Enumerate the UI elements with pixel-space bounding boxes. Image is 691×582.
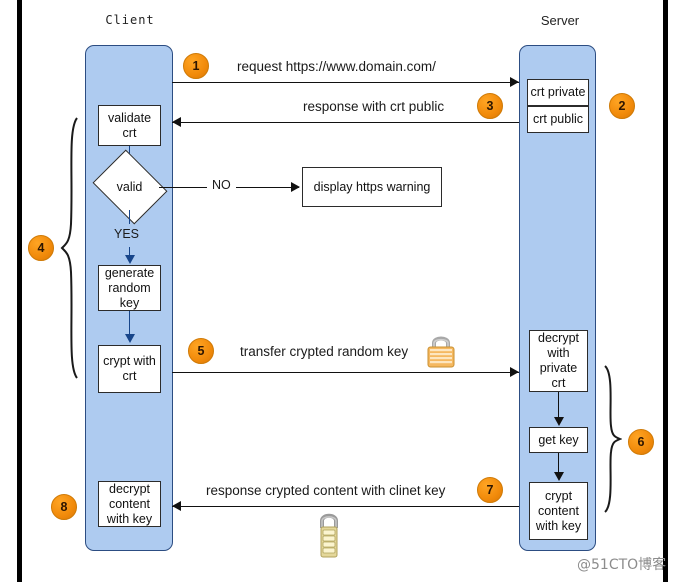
lane-title-server: Server: [540, 13, 580, 28]
message-label-5: transfer crypted random key: [240, 344, 409, 359]
node-crt-public: crt public: [527, 106, 589, 133]
node-get-key: get key: [529, 427, 588, 453]
node-valid-decision: valid: [92, 149, 167, 224]
frame-bar-left: [17, 0, 22, 582]
branch-yes-line-lower: [129, 247, 130, 257]
badge-step-1: 1: [183, 53, 209, 79]
branch-yes-label: YES: [114, 227, 140, 241]
node-generate-random-key: generate random key: [98, 265, 161, 311]
message-label-7: response crypted content with clinet key: [206, 483, 446, 498]
connector-getkey-to-crypt: [558, 453, 559, 474]
badge-step-4: 4: [28, 235, 54, 261]
branch-no-label: NO: [207, 178, 236, 192]
badge-step-8: 8: [51, 494, 77, 520]
message-arrowhead-3: [172, 117, 181, 127]
message-label-3: response with crt public: [303, 99, 445, 114]
badge-step-2: 2: [609, 93, 635, 119]
message-line-7: [172, 506, 519, 507]
brace-step-6: [604, 365, 622, 513]
node-valid-label: valid: [116, 179, 143, 194]
connector-decrypt-to-getkey-arrowhead: [554, 417, 564, 426]
connector-decrypt-to-getkey: [558, 392, 559, 419]
message-line-5: [172, 372, 519, 373]
connector-getkey-to-crypt-arrowhead: [554, 472, 564, 481]
combination-padlock-icon: [320, 513, 338, 558]
badge-step-3: 3: [477, 93, 503, 119]
message-arrowhead-1: [510, 77, 519, 87]
message-line-3: [172, 122, 519, 123]
node-crt-private: crt private: [527, 79, 589, 106]
message-arrowhead-5: [510, 367, 519, 377]
node-display-https-warning: display https warning: [302, 167, 442, 207]
badge-step-6: 6: [628, 429, 654, 455]
branch-yes-arrowhead: [125, 255, 135, 264]
lane-title-client: Client: [105, 13, 155, 27]
connector-generate-to-crypt-arrowhead: [125, 334, 135, 343]
frame-bar-right: [663, 0, 668, 582]
node-decrypt-content-with-key: decrypt content with key: [98, 481, 161, 527]
node-decrypt-with-private-crt: decrypt with private crt: [529, 330, 588, 392]
badge-step-5: 5: [188, 338, 214, 364]
branch-no-arrowhead: [291, 182, 300, 192]
badge-step-7: 7: [477, 477, 503, 503]
message-arrowhead-7: [172, 501, 181, 511]
message-line-1: [172, 82, 519, 83]
message-label-1: request https://www.domain.com/: [237, 59, 436, 74]
padlock-icon: [427, 336, 455, 368]
brace-step-4: [60, 117, 78, 379]
watermark: @51CTO博客: [577, 557, 667, 573]
branch-yes-line-upper: [129, 210, 130, 224]
node-crypt-with-crt: crypt with crt: [98, 345, 161, 393]
node-crypt-content-with-key: crypt content with key: [529, 482, 588, 540]
connector-generate-to-crypt: [129, 311, 130, 336]
node-validate-crt: validate crt: [98, 105, 161, 146]
